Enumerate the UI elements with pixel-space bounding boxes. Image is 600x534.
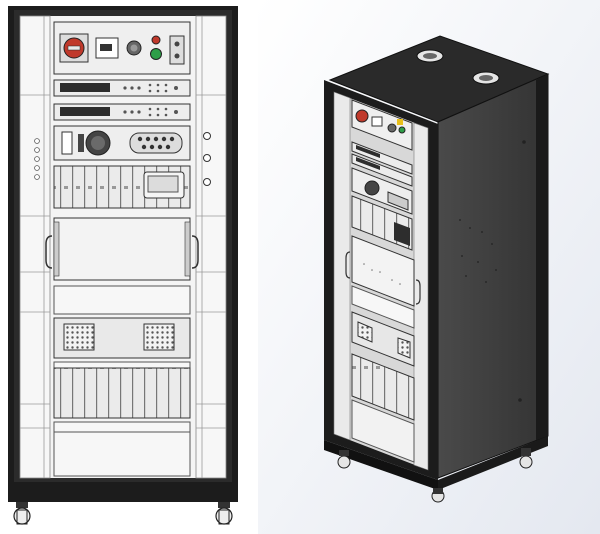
iso-casters <box>337 448 533 503</box>
front-base <box>8 482 238 502</box>
rail-indicator-column <box>34 138 40 180</box>
front-elevation-view <box>8 6 238 525</box>
iso-control-module <box>351 167 413 215</box>
rack-device-1u-b <box>53 103 191 121</box>
red-lamp <box>151 35 161 45</box>
right-rail <box>195 15 227 479</box>
iso-power-switch-panel <box>351 99 413 151</box>
front-casters <box>13 502 233 525</box>
power-switch-panel <box>53 21 191 75</box>
card-cage-upper <box>53 165 191 209</box>
blank-panel-1 <box>53 285 191 315</box>
iso-blank-panel <box>351 399 415 463</box>
iso-card-cage-upper <box>351 195 413 251</box>
iso-blank-drawer <box>345 235 421 307</box>
rack-device-1u-a <box>53 79 191 97</box>
blank-drawer-panel <box>45 217 199 281</box>
left-rail <box>19 15 51 479</box>
iso-power-supply <box>351 311 415 367</box>
iso-card-cage-lower <box>351 353 415 421</box>
blank-panel-2 <box>53 421 191 433</box>
card-cage-lower <box>53 367 191 419</box>
control-module <box>53 125 191 161</box>
blank-panel-3 <box>53 431 191 477</box>
iso-base-front <box>324 440 438 490</box>
side-panel <box>437 73 549 479</box>
isometric-view <box>324 35 550 503</box>
green-lamp <box>150 48 162 60</box>
power-supply-unit <box>53 317 191 359</box>
